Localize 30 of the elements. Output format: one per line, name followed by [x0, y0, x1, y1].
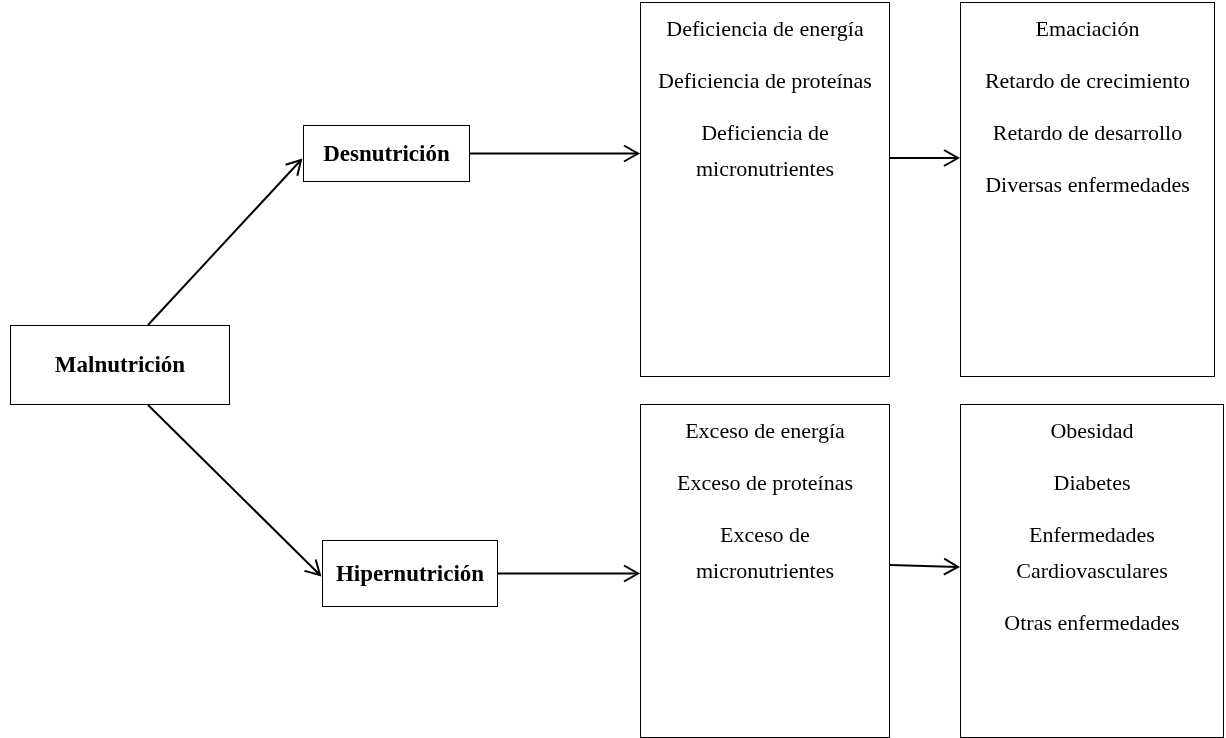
category-box — [10, 325, 230, 405]
list-box — [960, 404, 1224, 738]
list-item: Exceso de micronutrientes — [694, 521, 836, 585]
list-item: Diversas enfermedades — [984, 171, 1191, 199]
list-item: Retardo de desarrollo — [991, 119, 1184, 147]
list-item: Deficiencia de proteínas — [657, 67, 873, 95]
arrow — [147, 404, 321, 576]
list-item: Otras enfermedades — [1003, 609, 1181, 637]
list-item: Deficiencia de energía — [665, 15, 865, 43]
category-label: Malnutrición — [53, 351, 187, 379]
category-label: Hipernutrición — [334, 559, 486, 588]
category-box — [303, 125, 470, 182]
list-item: Obesidad — [1049, 417, 1135, 445]
list-box — [640, 404, 890, 738]
list-item: Emaciación — [1034, 15, 1141, 43]
list-item: Retardo de crecimiento — [983, 67, 1192, 95]
arrow — [889, 149, 959, 167]
list-item: Enfermedades Cardiovasculares — [1015, 521, 1169, 585]
arrow — [497, 564, 639, 583]
list-item: Exceso de proteínas — [676, 469, 854, 497]
arrow — [889, 557, 959, 576]
list-item: Deficiencia de micronutrientes — [694, 119, 836, 183]
category-box — [322, 540, 498, 607]
list-box — [960, 2, 1215, 377]
category-label: Desnutrición — [322, 139, 451, 168]
arrow — [147, 159, 302, 326]
list-item: Diabetes — [1052, 469, 1132, 497]
arrow — [469, 144, 639, 163]
list-item: Exceso de energía — [684, 417, 846, 445]
list-box — [640, 2, 890, 377]
